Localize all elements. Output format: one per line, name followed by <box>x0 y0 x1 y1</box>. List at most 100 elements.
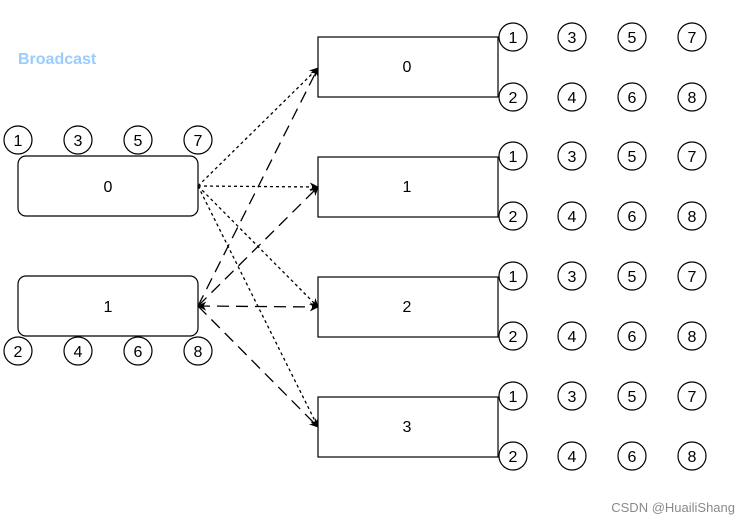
left-node-1-circles: 2 4 6 8 <box>3 336 213 366</box>
chunk-circle: 4 <box>557 441 587 471</box>
svg-text:5: 5 <box>134 133 143 150</box>
svg-text:3: 3 <box>568 30 577 47</box>
left-node-1-label: 1 <box>104 299 113 316</box>
right-node-2: 2 <box>317 276 499 338</box>
chunk-circle: 5 <box>617 261 647 291</box>
chunk-circle: 6 <box>617 441 647 471</box>
svg-text:7: 7 <box>688 149 697 166</box>
arrow-left1-to-right2 <box>197 301 319 312</box>
svg-text:4: 4 <box>568 90 577 107</box>
svg-text:2: 2 <box>509 449 518 466</box>
chunk-circle: 5 <box>617 141 647 171</box>
svg-text:4: 4 <box>74 344 83 361</box>
chunk-circle: 5 <box>617 381 647 411</box>
right-node-1-circles: 1 3 5 7 2 4 6 8 <box>498 141 707 231</box>
chunk-circle: 4 <box>557 201 587 231</box>
right-node-0-circles: 1 3 5 7 2 4 6 8 <box>498 22 707 112</box>
chunk-circle: 1 <box>498 141 528 171</box>
chunk-circle: 2 <box>498 82 528 112</box>
chunk-circle: 1 <box>498 22 528 52</box>
svg-text:2: 2 <box>509 329 518 346</box>
right-node-2-label: 2 <box>403 299 412 316</box>
left-node-0-label: 0 <box>104 179 113 196</box>
svg-text:8: 8 <box>688 449 697 466</box>
chunk-circle: 7 <box>677 22 707 52</box>
chunk-circle: 7 <box>677 141 707 171</box>
chunk-circle: 8 <box>677 82 707 112</box>
svg-text:3: 3 <box>568 149 577 166</box>
svg-text:8: 8 <box>688 209 697 226</box>
svg-text:7: 7 <box>688 389 697 406</box>
svg-text:2: 2 <box>14 344 23 361</box>
chunk-circle: 8 <box>677 201 707 231</box>
chunk-circle: 4 <box>557 82 587 112</box>
svg-text:1: 1 <box>14 133 23 150</box>
right-node-2-circles: 1 3 5 7 2 4 6 8 <box>498 261 707 351</box>
svg-text:3: 3 <box>74 133 83 150</box>
chunk-circle: 3 <box>557 261 587 291</box>
svg-text:8: 8 <box>194 344 203 361</box>
chunk-circle: 4 <box>63 336 93 366</box>
arrow-left1-to-right1 <box>197 186 319 307</box>
chunk-circle: 6 <box>617 201 647 231</box>
svg-text:6: 6 <box>134 344 143 361</box>
right-node-3-circles: 1 3 5 7 2 4 6 8 <box>498 381 707 471</box>
svg-text:4: 4 <box>568 449 577 466</box>
chunk-circle: 3 <box>557 381 587 411</box>
right-node-0-label: 0 <box>403 59 412 76</box>
chunk-circle: 4 <box>557 321 587 351</box>
svg-text:5: 5 <box>628 389 637 406</box>
svg-text:6: 6 <box>628 209 637 226</box>
chunk-circle: 8 <box>183 336 213 366</box>
svg-text:6: 6 <box>628 449 637 466</box>
svg-text:5: 5 <box>628 149 637 166</box>
arrow-left1-to-right3 <box>197 305 319 428</box>
right-node-3-label: 3 <box>403 419 412 436</box>
chunk-circle: 3 <box>557 22 587 52</box>
chunk-circle: 6 <box>617 82 647 112</box>
svg-text:5: 5 <box>628 30 637 47</box>
diagram-title: Broadcast <box>18 51 97 68</box>
svg-text:4: 4 <box>568 209 577 226</box>
svg-text:1: 1 <box>509 269 518 286</box>
chunk-circle: 1 <box>3 125 33 155</box>
chunk-circle: 6 <box>617 321 647 351</box>
svg-text:5: 5 <box>628 269 637 286</box>
chunk-circle: 6 <box>123 336 153 366</box>
chunk-circle: 2 <box>3 336 33 366</box>
svg-text:1: 1 <box>509 30 518 47</box>
svg-text:6: 6 <box>628 329 637 346</box>
chunk-circle: 8 <box>677 441 707 471</box>
svg-text:6: 6 <box>628 90 637 107</box>
chunk-circle: 1 <box>498 261 528 291</box>
svg-text:1: 1 <box>509 389 518 406</box>
chunk-circle: 8 <box>677 321 707 351</box>
left-node-1: 1 <box>17 275 199 337</box>
chunk-circle: 7 <box>677 261 707 291</box>
chunk-circle: 2 <box>498 321 528 351</box>
svg-text:2: 2 <box>509 209 518 226</box>
chunk-circle: 3 <box>557 141 587 171</box>
chunk-circle: 2 <box>498 201 528 231</box>
right-node-0: 0 <box>317 36 499 98</box>
svg-text:2: 2 <box>509 90 518 107</box>
left-node-0: 0 <box>17 155 199 217</box>
left-node-0-circles: 1 3 5 7 <box>3 125 213 155</box>
watermark-text: CSDN @HuailiShang <box>611 500 735 515</box>
chunk-circle: 5 <box>123 125 153 155</box>
right-node-3: 3 <box>317 396 499 458</box>
right-node-1: 1 <box>317 156 499 218</box>
svg-text:7: 7 <box>688 30 697 47</box>
chunk-circle: 7 <box>183 125 213 155</box>
svg-text:3: 3 <box>568 269 577 286</box>
chunk-circle: 1 <box>498 381 528 411</box>
svg-text:3: 3 <box>568 389 577 406</box>
svg-text:8: 8 <box>688 90 697 107</box>
chunk-circle: 2 <box>498 441 528 471</box>
svg-text:4: 4 <box>568 329 577 346</box>
chunk-circle: 5 <box>617 22 647 52</box>
arrow-left1-to-right0 <box>197 67 319 307</box>
svg-text:8: 8 <box>688 329 697 346</box>
